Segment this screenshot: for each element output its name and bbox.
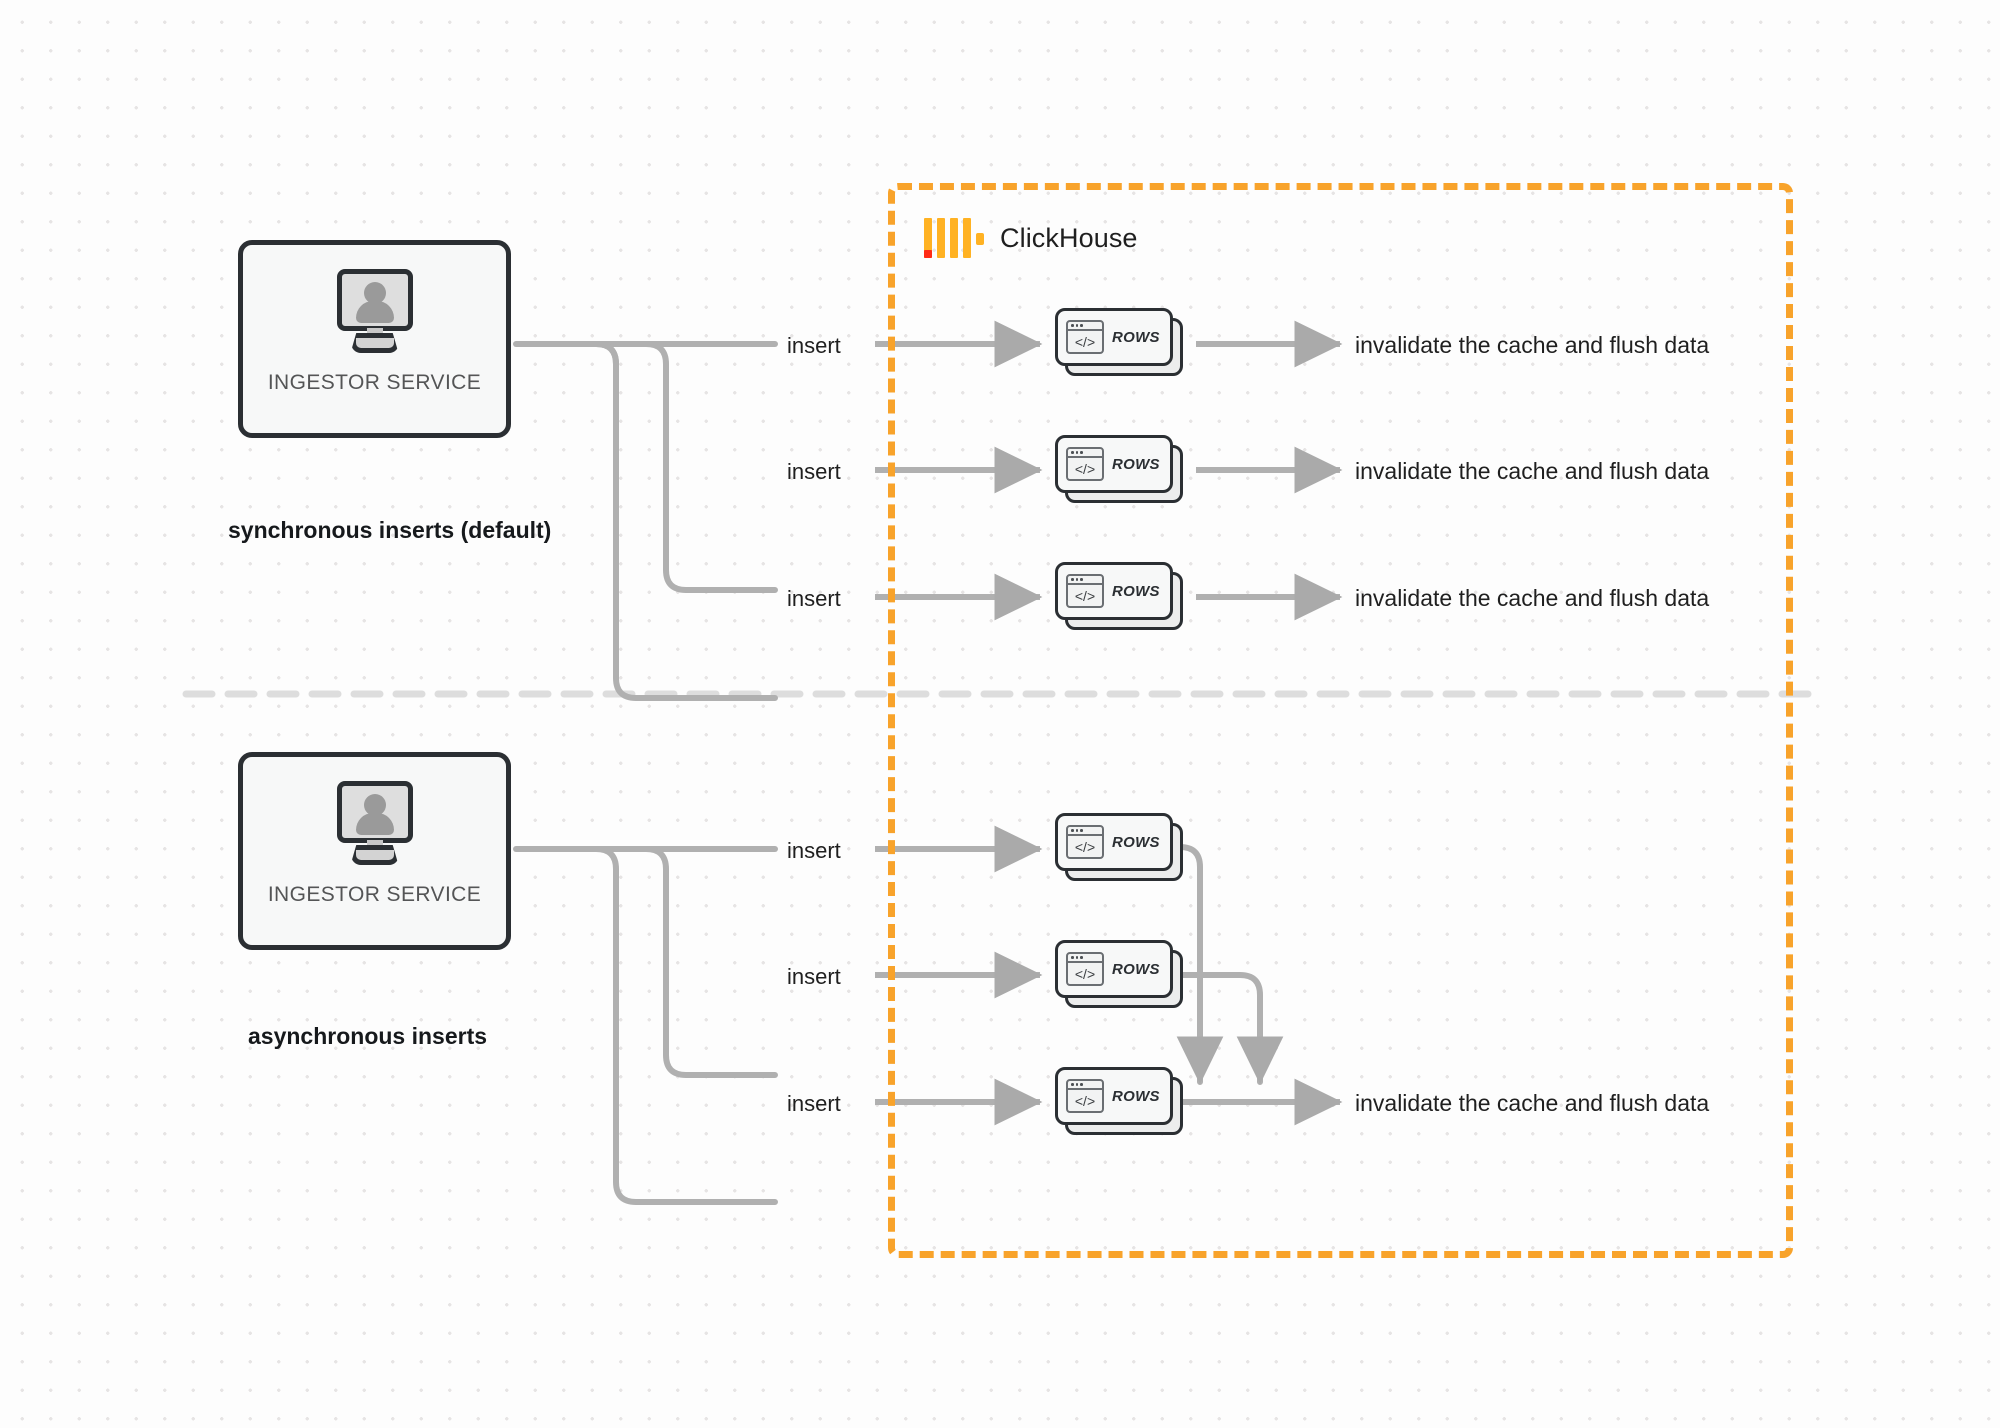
sync-branch-wires (513, 341, 778, 701)
edge-label-sync-insert-3: insert (787, 586, 841, 611)
code-window-icon: </> (1066, 447, 1104, 481)
clickhouse-label: ClickHouse (1000, 222, 1138, 253)
clickhouse-logo (924, 218, 984, 258)
ingestor-service-async[interactable]: INGESTOR SERVICE (238, 752, 511, 950)
rows-card-async-3[interactable]: </> ROWS (1055, 1067, 1183, 1135)
clickhouse-brand: ClickHouse (924, 218, 1138, 258)
caption-synchronous: synchronous inserts (default) (228, 517, 552, 543)
rows-card-label: ROWS (1112, 1087, 1160, 1105)
sync-insert-arrows (875, 320, 1043, 621)
rows-card-label: ROWS (1112, 455, 1160, 473)
output-label-sync-1: invalidate the cache and flush data (1355, 332, 1710, 358)
desktop-user-icon (329, 269, 421, 355)
rows-card-label: ROWS (1112, 960, 1160, 978)
ingestor-service-label-async: INGESTOR SERVICE (267, 883, 482, 906)
ingestor-service-label-sync: INGESTOR SERVICE (267, 371, 482, 394)
async-branch-wires (513, 846, 778, 1205)
edge-label-async-insert-2: insert (787, 964, 841, 989)
code-window-icon: </> (1066, 320, 1104, 354)
rows-card-sync-1[interactable]: </> ROWS (1055, 308, 1183, 376)
code-window-icon: </> (1066, 825, 1104, 859)
ingestor-service-sync[interactable]: INGESTOR SERVICE (238, 240, 511, 438)
desktop-user-icon (329, 781, 421, 867)
edge-label-sync-insert-2: insert (787, 459, 841, 484)
sync-output-arrows (1196, 320, 1343, 621)
output-label-sync-3: invalidate the cache and flush data (1355, 585, 1710, 611)
rows-card-sync-3[interactable]: </> ROWS (1055, 562, 1183, 630)
code-window-icon: </> (1066, 952, 1104, 986)
caption-asynchronous: asynchronous inserts (248, 1023, 488, 1049)
rows-card-label: ROWS (1112, 582, 1160, 600)
rows-card-async-1[interactable]: </> ROWS (1055, 813, 1183, 881)
clickhouse-boundary (888, 183, 1793, 1258)
output-label-sync-2: invalidate the cache and flush data (1355, 458, 1710, 484)
edge-label-sync-insert-1: insert (787, 333, 841, 358)
output-label-async-1: invalidate the cache and flush data (1355, 1090, 1710, 1116)
edge-label-async-insert-3: insert (787, 1091, 841, 1116)
edge-label-async-insert-1: insert (787, 838, 841, 863)
rows-card-label: ROWS (1112, 328, 1160, 346)
code-window-icon: </> (1066, 574, 1104, 608)
rows-card-label: ROWS (1112, 833, 1160, 851)
rows-card-sync-2[interactable]: </> ROWS (1055, 435, 1183, 503)
async-insert-arrows (875, 825, 1043, 1126)
rows-card-async-2[interactable]: </> ROWS (1055, 940, 1183, 1008)
code-window-icon: </> (1066, 1079, 1104, 1113)
